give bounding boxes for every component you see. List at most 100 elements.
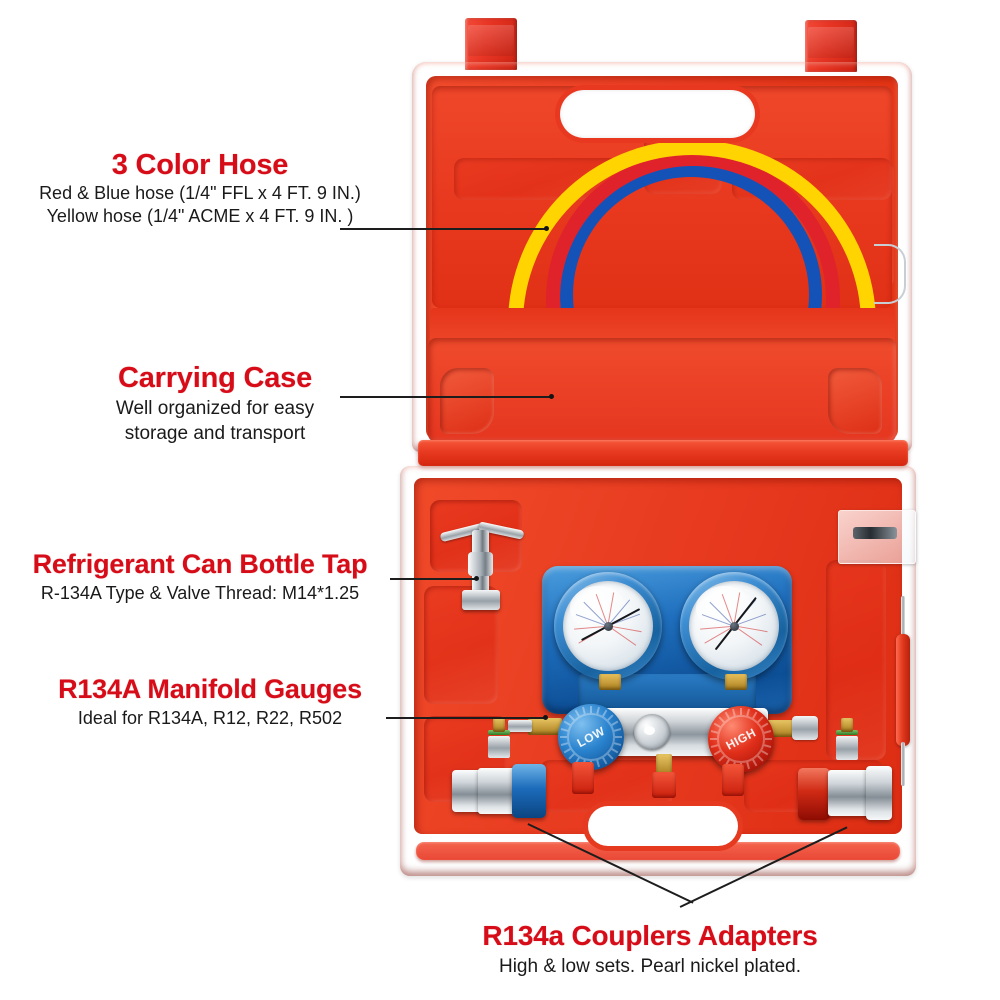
base-recess-coupler-left xyxy=(540,760,672,812)
knob-knurl xyxy=(574,709,580,717)
low-coupler-barrel xyxy=(478,768,516,814)
low-gauge-brass-stem xyxy=(599,674,621,690)
knob-knurl xyxy=(724,711,730,719)
knob-knurl xyxy=(615,736,622,738)
knob-knurl xyxy=(752,711,758,719)
callout-gauges-title: R134A Manifold Gauges xyxy=(58,674,362,704)
knob-knurl xyxy=(613,742,622,746)
low-gauge-face xyxy=(563,581,653,671)
high-coupler-red-ring xyxy=(798,768,830,820)
knob-knurl xyxy=(757,755,764,762)
high-side-knob[interactable]: HIGH xyxy=(708,706,774,772)
knob-knurl xyxy=(560,736,567,738)
base-front-lip xyxy=(416,842,900,860)
low-side-port xyxy=(528,718,562,735)
low-coupler-top-fitting xyxy=(488,736,510,758)
knob-knurl xyxy=(596,759,600,768)
hose-retainer-clip xyxy=(874,244,906,304)
knob-knurl xyxy=(765,738,772,740)
knob-knurl xyxy=(563,720,571,726)
case-hinge xyxy=(418,440,908,466)
case-lid-handle-cutout xyxy=(560,90,755,138)
manifold-gauge-set: LOW HIGH xyxy=(508,556,818,806)
knob-knurl xyxy=(582,706,586,715)
low-side-coupler xyxy=(452,718,562,824)
base-recess-tool xyxy=(826,560,886,760)
callout-couplers-line-1: High & low sets. Pearl nickel plated. xyxy=(498,956,802,977)
leader-dot-cantap xyxy=(474,575,479,581)
low-pressure-gauge xyxy=(554,572,662,680)
center-service-port xyxy=(656,754,672,776)
low-coupler-green-band xyxy=(488,730,510,735)
can-tap-body xyxy=(468,552,493,576)
knob-knurl xyxy=(718,716,725,723)
leader-line-cantap xyxy=(390,578,477,580)
high-coupler-end-nut xyxy=(866,766,892,820)
knob-knurl xyxy=(710,738,717,740)
core-tool-grip xyxy=(896,634,910,746)
callout-3-color-hose: 3 Color Hose Red & Blue hose (1/4" FFL x… xyxy=(0,148,400,228)
callout-hose-line-2: Yellow hose (1/4" ACME x 4 FT. 9 IN. ) xyxy=(46,206,354,226)
leader-dot-gauges xyxy=(543,714,548,720)
callout-case-title: Carrying Case xyxy=(117,362,313,394)
high-coupler-barrel xyxy=(828,770,870,816)
can-tap-valve xyxy=(439,508,526,618)
high-coupler-green-band xyxy=(836,730,858,735)
callout-manifold-gauges: R134A Manifold Gauges Ideal for R134A, R… xyxy=(20,672,400,730)
callout-couplers-adapters: R134a Couplers Adapters High & low sets.… xyxy=(380,918,920,979)
high-coupler-brass-nipple xyxy=(841,718,853,732)
knob-knurl xyxy=(613,728,622,732)
knob-knurl xyxy=(713,722,721,728)
knob-knurl xyxy=(568,714,575,721)
knob-knurl xyxy=(763,730,772,734)
knob-knurl xyxy=(746,761,750,770)
low-coupler-blue-ring xyxy=(512,764,546,818)
leader-line-gauges xyxy=(386,717,546,719)
high-coupler-top-fitting xyxy=(836,736,858,760)
high-pressure-gauge xyxy=(680,572,788,680)
case-latch-tab-left xyxy=(465,18,517,70)
core-tool-tip-upper xyxy=(901,596,905,642)
sight-glass xyxy=(634,714,670,750)
high-knob-ring xyxy=(717,715,765,763)
callout-can-bottle-tap: Refrigerant Can Bottle Tap R-134A Type &… xyxy=(0,548,400,605)
knob-knurl xyxy=(590,706,592,713)
knob-knurl xyxy=(710,730,719,734)
callout-case-line-2: storage and transport xyxy=(124,423,306,444)
case-latch-tab-right xyxy=(805,20,857,72)
high-gauge-face xyxy=(689,581,779,671)
knob-knurl xyxy=(732,708,736,717)
lid-pocket-clip-left xyxy=(440,368,494,434)
high-gauge-pivot xyxy=(729,621,739,631)
callout-couplers-title: R134a Couplers Adapters xyxy=(482,920,818,951)
leader-dot-case xyxy=(549,393,554,399)
knob-knurl xyxy=(560,728,569,732)
knob-knurl xyxy=(746,708,750,717)
leader-dot-hose xyxy=(544,225,549,231)
low-coupler-brass-nipple xyxy=(493,718,505,732)
low-port-cap xyxy=(572,762,594,794)
knob-knurl xyxy=(602,757,608,765)
knob-knurl xyxy=(596,706,600,715)
low-coupler-hex-end xyxy=(452,770,482,812)
valve-core-tool xyxy=(896,596,910,786)
low-knob-ring xyxy=(567,713,615,761)
high-side-port xyxy=(766,720,800,737)
knob-knurl xyxy=(763,744,772,748)
case-base-handle-cutout xyxy=(588,806,738,846)
callout-hose-line-1: Red & Blue hose (1/4" FFL x 4 FT. 9 IN.) xyxy=(39,183,361,203)
core-tool-tip-lower xyxy=(901,742,905,786)
knob-knurl xyxy=(602,709,608,717)
callout-cantap-line-1: R-134A Type & Valve Thread: M14*1.25 xyxy=(40,583,360,603)
can-tap-base-nut xyxy=(462,590,500,610)
center-port-cap xyxy=(652,772,676,798)
high-port-cap xyxy=(722,764,744,796)
leader-line-hose xyxy=(340,228,547,230)
knob-knurl xyxy=(761,750,769,756)
knob-knurl xyxy=(611,748,619,754)
callout-carrying-case: Carrying Case Well organized for easy st… xyxy=(60,360,370,446)
knob-knurl xyxy=(740,708,742,715)
knob-knurl xyxy=(752,759,758,767)
low-side-knob[interactable]: LOW xyxy=(558,704,624,770)
